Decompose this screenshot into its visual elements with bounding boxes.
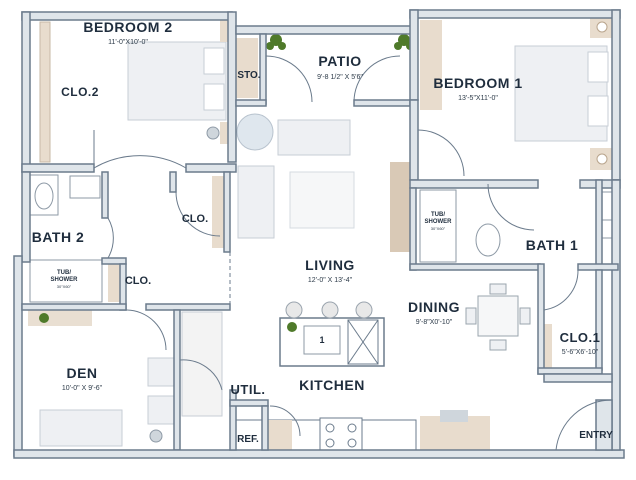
tub-bath2-line2: SHOWER [51, 277, 79, 283]
bath1-fixtures [419, 189, 619, 267]
tub-bath2-line3: 30"X60" [57, 284, 72, 289]
living-dims: 12'-0" X 13'-4" [308, 277, 353, 284]
closet2-shelf [39, 21, 51, 163]
closet-hall-name: CLO. [182, 213, 208, 225]
kitchen-island [279, 301, 385, 367]
bath2-fixtures [29, 174, 103, 303]
bedroom1-dims: 13'-5"X11'-0" [458, 95, 498, 102]
tub-bath1-line1: TUB/ [431, 212, 445, 218]
utility-name: UTIL. [231, 382, 266, 397]
tub-bath1-line2: SHOWER [425, 219, 453, 225]
den-dims: 10'-0" X 9'-6" [62, 385, 103, 392]
bedroom2-dims: 11'-0"X10'-0" [108, 39, 148, 46]
den-furniture [28, 310, 175, 447]
closet1-name: CLO.1 [560, 330, 601, 345]
bedroom2-bed [127, 20, 228, 144]
tub-bath1-line3: 30"X60" [431, 226, 446, 231]
bedroom1-bed [420, 18, 614, 170]
patio-name: PATIO [318, 53, 361, 69]
storage-shelf [234, 38, 258, 98]
tub-bath2-line1: TUB/ [57, 270, 71, 276]
closet-bath2-shelf [108, 262, 120, 302]
closet-hall-shelf [212, 176, 224, 248]
closet1-dims: 5'-6"X6'-10" [562, 349, 599, 356]
storage-name: STO. [237, 70, 260, 81]
dining-dims: 9'-8"X0'-10" [416, 319, 453, 326]
closet-bath2-name: CLO. [125, 275, 151, 287]
door-swings [93, 55, 613, 451]
patio-dims: 9'-8 1/2" X 5'6" [317, 74, 363, 81]
fridge-name: REF. [237, 434, 259, 445]
closet2-name: CLO.2 [61, 85, 99, 99]
den-name: DEN [66, 365, 97, 381]
bath2-name: BATH 2 [32, 229, 85, 245]
living-name: LIVING [305, 257, 355, 273]
bedroom2-name: BEDROOM 2 [83, 19, 172, 35]
plant-icon [39, 34, 414, 332]
dining-name: DINING [408, 299, 460, 315]
walls [13, 9, 625, 459]
living-sofas [236, 113, 412, 252]
kitchen-name: KITCHEN [299, 377, 365, 393]
entry-name: ENTRY [579, 430, 613, 441]
bedroom1-name: BEDROOM 1 [433, 75, 522, 91]
island-number: 1 [319, 335, 324, 345]
dining-table [465, 283, 531, 351]
bath1-name: BATH 1 [526, 237, 579, 253]
